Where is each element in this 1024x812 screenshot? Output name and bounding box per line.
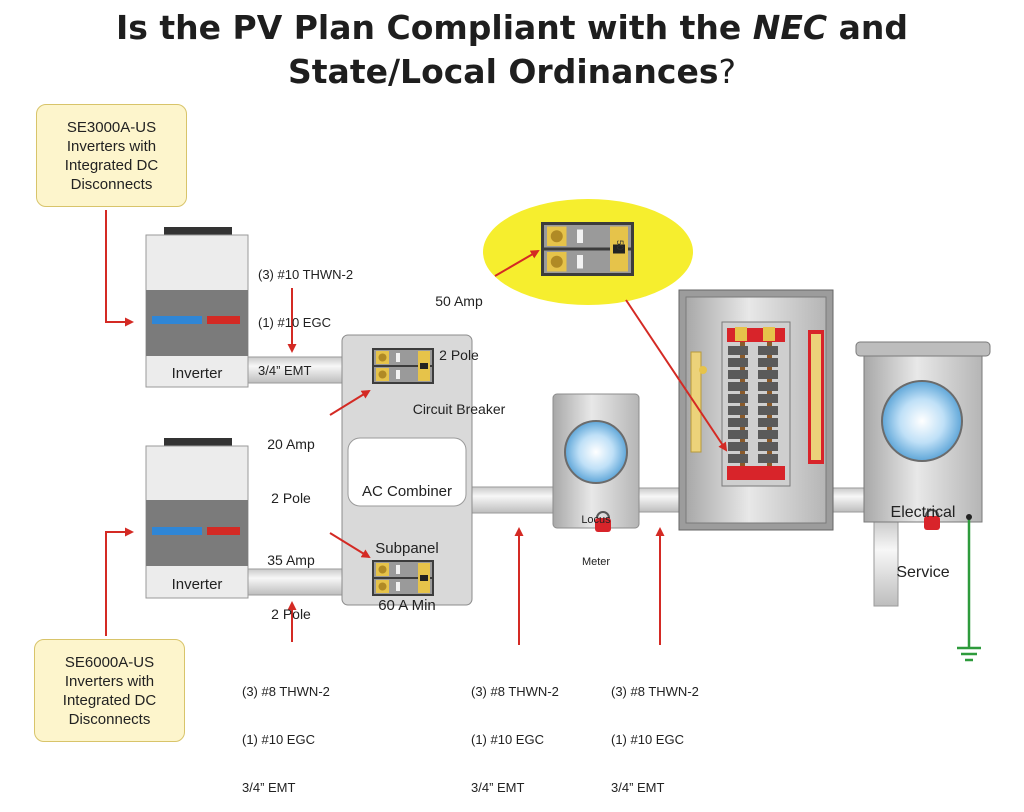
panel-branch-breaker: [728, 382, 748, 391]
conduit-top-inverter: [247, 356, 345, 384]
inverter-blue-led: [152, 527, 202, 535]
meter-label: Locus Meter: [581, 514, 611, 568]
inverter-label-bottom: Inverter: [171, 576, 223, 593]
panel-branch-breaker: [758, 370, 778, 379]
panel-branch-breaker: [758, 406, 778, 415]
panel-branch-breaker: [728, 370, 748, 379]
inverter-top: [145, 227, 249, 388]
panel-branch-breaker: [728, 358, 748, 367]
annotation-arrows: [105, 210, 728, 645]
wire-spec-meter-to-panel: (3) #8 THWN-2 (1) #10 EGC 3/4” EMT: [611, 684, 699, 795]
meter-dial: [564, 420, 628, 484]
ac-combiner-subpanel: [341, 334, 473, 606]
panel-branch-breaker: [758, 454, 778, 463]
service-meter-dial: [881, 380, 963, 462]
panel-branch-breaker: [758, 382, 778, 391]
ground-icon: [957, 514, 981, 662]
panel-branch-breaker: [758, 394, 778, 403]
panel-branch-breaker: [728, 454, 748, 463]
arrow-20-amp: [329, 389, 371, 416]
callout-bottom-inverters: SE6000A-US Inverters with Integrated DC …: [34, 639, 185, 742]
breaker-label-50-amp: 50 Amp 2 Pole Circuit Breaker: [412, 293, 506, 417]
panel-branch-breaker: [758, 418, 778, 427]
arrow-50-amp-label: [494, 249, 540, 277]
arrow-bottom-callout: [105, 527, 134, 636]
electrical-service: [855, 341, 991, 530]
service-entrance-conduit: [873, 519, 899, 607]
breaker-label-35-amp: 35 Amp 2 Pole: [267, 552, 315, 622]
wire-spec-bottom-inverter: (3) #8 THWN-2 (1) #10 EGC 3/4” EMT: [242, 684, 330, 795]
inverter-red-led: [207, 316, 240, 324]
panel-branch-breaker: [728, 418, 748, 427]
pv-wiring-diagram: 50: [105, 199, 991, 662]
lock-icon: [595, 511, 611, 532]
locus-meter: [552, 393, 640, 532]
conduit-meter-to-panel: [637, 487, 681, 513]
conduit-combiner-to-meter: [471, 486, 555, 514]
main-service-panel: [678, 289, 834, 531]
title-line-2: State/Local Ordinances?: [288, 52, 736, 91]
panel-branch-breaker: [758, 430, 778, 439]
title-line-1: Is the PV Plan Compliant with the NEC an…: [115, 8, 908, 47]
panel-branch-breaker: [728, 442, 748, 451]
callout-top-inverters: SE3000A-US Inverters with Integrated DC …: [36, 104, 187, 207]
conduit-panel-to-service: [831, 487, 867, 513]
wire-spec-top-inverter: (3) #10 THWN-2 (1) #10 EGC 3/4” EMT: [258, 267, 354, 378]
breaker-highlight: 50: [483, 199, 693, 305]
arrow-top-callout: [105, 210, 134, 327]
panel-branch-breaker: [728, 406, 748, 415]
inverter-bottom: [145, 438, 249, 599]
panel-branch-breaker: [728, 430, 748, 439]
inverter-red-led: [207, 527, 240, 535]
wire-spec-combiner-to-meter: (3) #8 THWN-2 (1) #10 EGC 3/4” EMT: [471, 684, 559, 795]
diagram-title: Is the PV Plan Compliant with the NEC an…: [0, 6, 1024, 94]
inverter-blue-led: [152, 316, 202, 324]
breaker-label-20-amp: 20 Amp 2 Pole: [267, 436, 315, 506]
arrow-35-amp: [329, 532, 371, 559]
lock-icon: [924, 509, 940, 530]
panel-branch-breaker: [728, 394, 748, 403]
panel-branch-breaker: [758, 442, 778, 451]
service-label: Electrical Service: [890, 504, 956, 581]
arrow-50-amp-location: [625, 299, 728, 452]
panel-branch-breaker: [758, 358, 778, 367]
breaker-rating-marking: 50: [615, 240, 625, 250]
panel-branch-breaker: [758, 346, 778, 355]
inverter-label-top: Inverter: [171, 365, 223, 382]
panel-branch-breaker: [728, 346, 748, 355]
combiner-label: AC Combiner Subpanel 60 A Min: [361, 483, 453, 614]
